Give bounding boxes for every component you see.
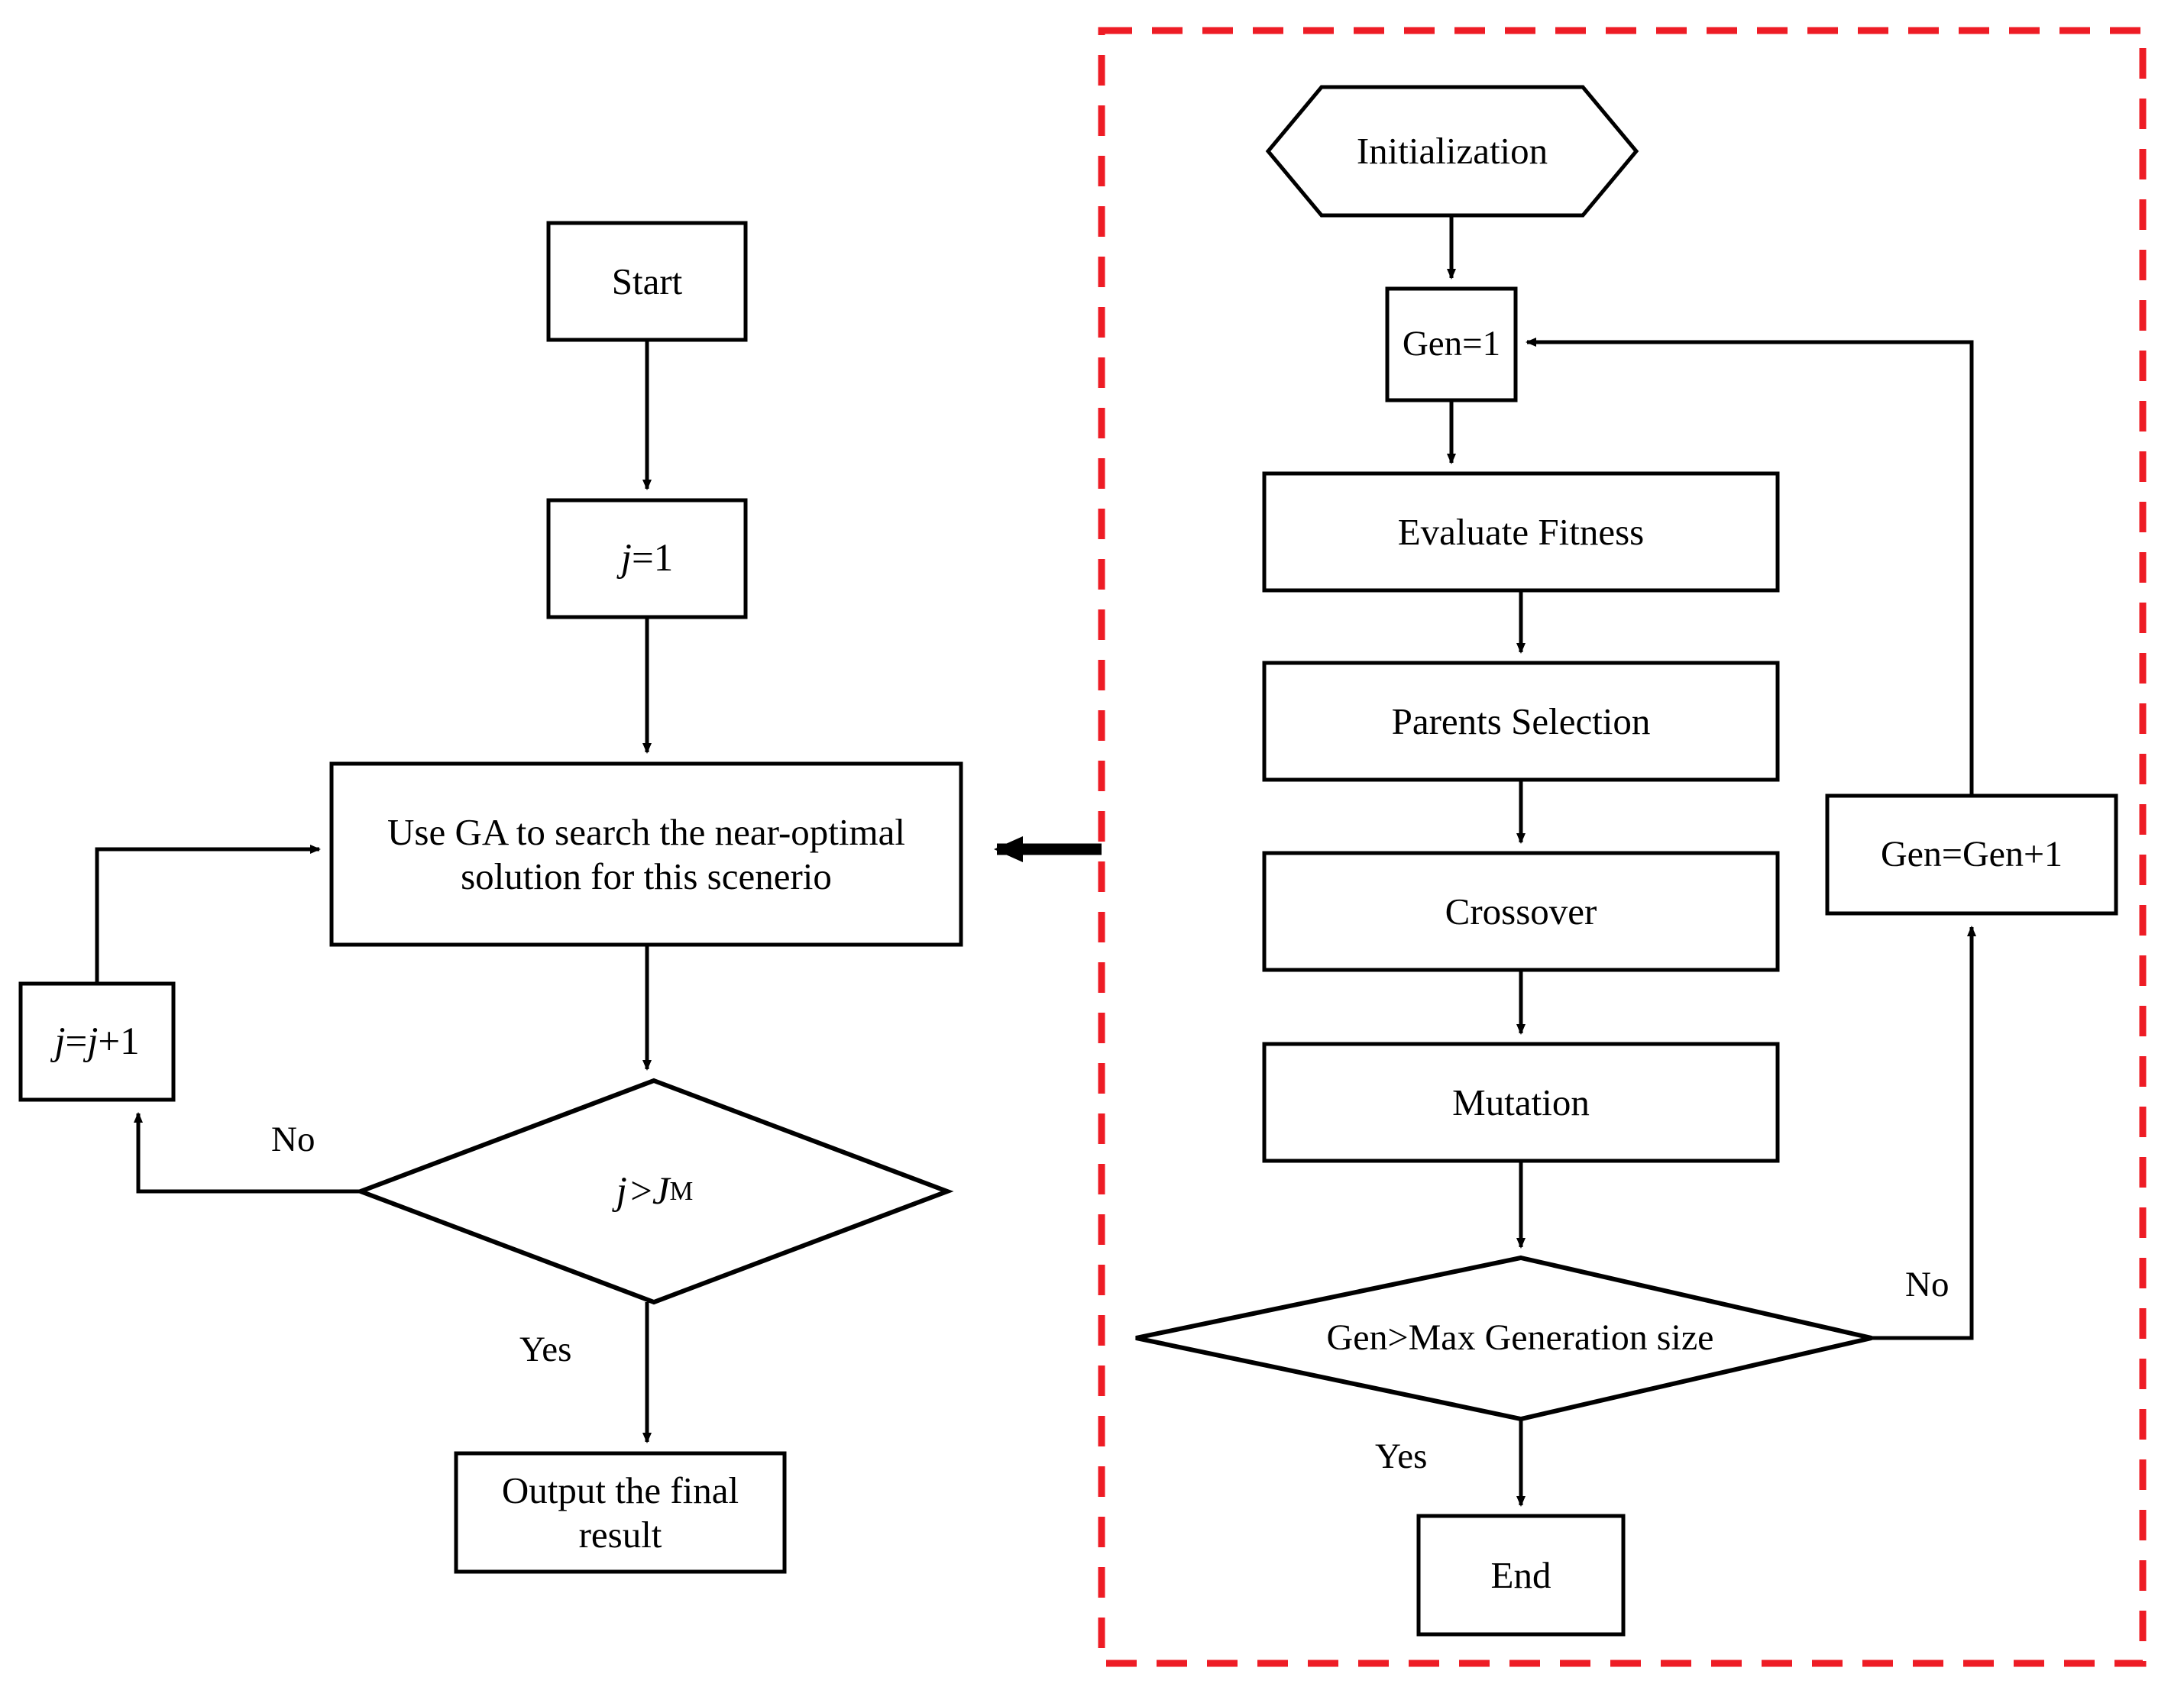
node-use-ga-shape[interactable] <box>329 761 963 947</box>
node-parents-selection-shape[interactable] <box>1262 661 1780 782</box>
edge-label-gen-check-no: No <box>1905 1265 1949 1304</box>
node-mutation-shape[interactable] <box>1262 1042 1780 1163</box>
edge-label-gen-check-yes: Yes <box>1375 1437 1428 1476</box>
node-gen-check-shape[interactable] <box>1135 1255 1872 1422</box>
edge-gen-incr-to-gen-1 <box>1526 338 1974 796</box>
node-start-shape[interactable] <box>546 221 748 342</box>
node-evaluate-fitness-shape[interactable] <box>1262 471 1780 593</box>
node-output-shape[interactable] <box>454 1451 787 1574</box>
edge-gen-check-no-to-gen-incr <box>1872 926 1976 1340</box>
node-j-incr-shape[interactable] <box>18 981 176 1102</box>
ga-group-dashed-border <box>1098 27 2147 1667</box>
node-j-init-shape[interactable] <box>546 498 748 619</box>
edge-label-j-check-yes: Yes <box>519 1330 572 1369</box>
edge-j-check-no-to-j-incr <box>134 1112 361 1194</box>
node-crossover-shape[interactable] <box>1262 851 1780 972</box>
edge-label-j-check-no: No <box>271 1120 315 1159</box>
node-initialization-shape[interactable] <box>1265 85 1639 218</box>
node-j-check-shape[interactable] <box>354 1078 954 1305</box>
node-gen-incr-shape[interactable] <box>1825 793 2118 916</box>
node-end-shape[interactable] <box>1416 1514 1626 1637</box>
edge-j-incr-to-use-ga <box>95 845 321 984</box>
node-gen-1-shape[interactable] <box>1385 286 1518 402</box>
